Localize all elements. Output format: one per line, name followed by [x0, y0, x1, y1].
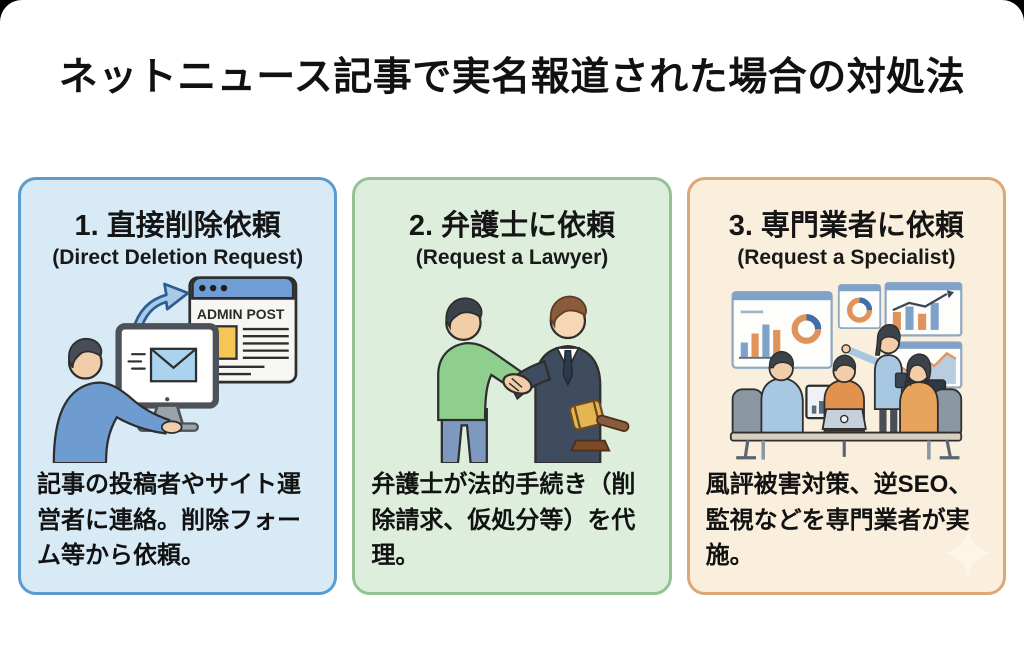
card-3-subtitle: (Request a Specialist)	[737, 246, 956, 269]
laptop-icon	[821, 408, 868, 430]
card-2-subtitle: (Request a Lawyer)	[415, 246, 609, 269]
arrow-icon	[131, 282, 189, 334]
handshake-hands	[502, 373, 533, 395]
tie	[562, 349, 573, 387]
gavel-icon	[568, 399, 630, 452]
meeting-table	[730, 431, 963, 460]
pie-panel	[838, 284, 882, 330]
analytics-meeting-svg	[730, 281, 963, 460]
card-2-title: 2. 弁護士に依頼	[408, 210, 616, 242]
speed-lines	[127, 353, 146, 370]
presenter-figure	[841, 323, 908, 435]
seated-woman-right	[899, 353, 963, 441]
handshake-illustration-svg	[437, 295, 630, 464]
page-title: ネットニュース記事で実名報道された場合の対処法	[58, 56, 966, 99]
window-dot	[209, 284, 217, 292]
specialist-team-illustration	[706, 272, 987, 463]
person-figure	[52, 338, 183, 464]
window-dot	[220, 284, 227, 292]
client-figure	[437, 297, 530, 464]
email-icon	[149, 347, 197, 383]
card-direct-deletion: 1. 直接削除依頼 (Direct Deletion Request) ADMI…	[18, 177, 338, 595]
card-1-title: 1. 直接削除依頼	[74, 210, 281, 242]
lawyer-handshake-illustration	[371, 272, 652, 464]
cards-row: 1. 直接削除依頼 (Direct Deletion Request) ADMI…	[18, 177, 1006, 595]
direct-deletion-illustration: ADMIN POST	[37, 272, 318, 464]
card-3-description: 風評被害対策、逆SEO、監視などを専門業者が実施。	[705, 471, 973, 570]
seated-man-center	[821, 354, 868, 432]
card-1-description: 記事の投稿者やサイト運営者に連絡。削除フォーム等から依頼。	[37, 471, 301, 570]
email-admin-illustration-svg: ADMIN POST	[52, 276, 297, 464]
card-request-specialist: 3. 専門業者に依頼 (Request a Specialist)	[686, 177, 1006, 595]
window-dot	[198, 284, 206, 292]
card-request-lawyer: 2. 弁護士に依頼 (Request a Lawyer)	[352, 177, 672, 595]
admin-post-label: ADMIN POST	[197, 306, 285, 322]
card-2-description: 弁護士が法的手続き（削除請求、仮処分等）を代理。	[371, 471, 636, 570]
card-3-title: 3. 専門業者に依頼	[728, 210, 964, 242]
card-1-subtitle: (Direct Deletion Request)	[52, 246, 304, 269]
bar-trend-panel	[884, 281, 963, 337]
